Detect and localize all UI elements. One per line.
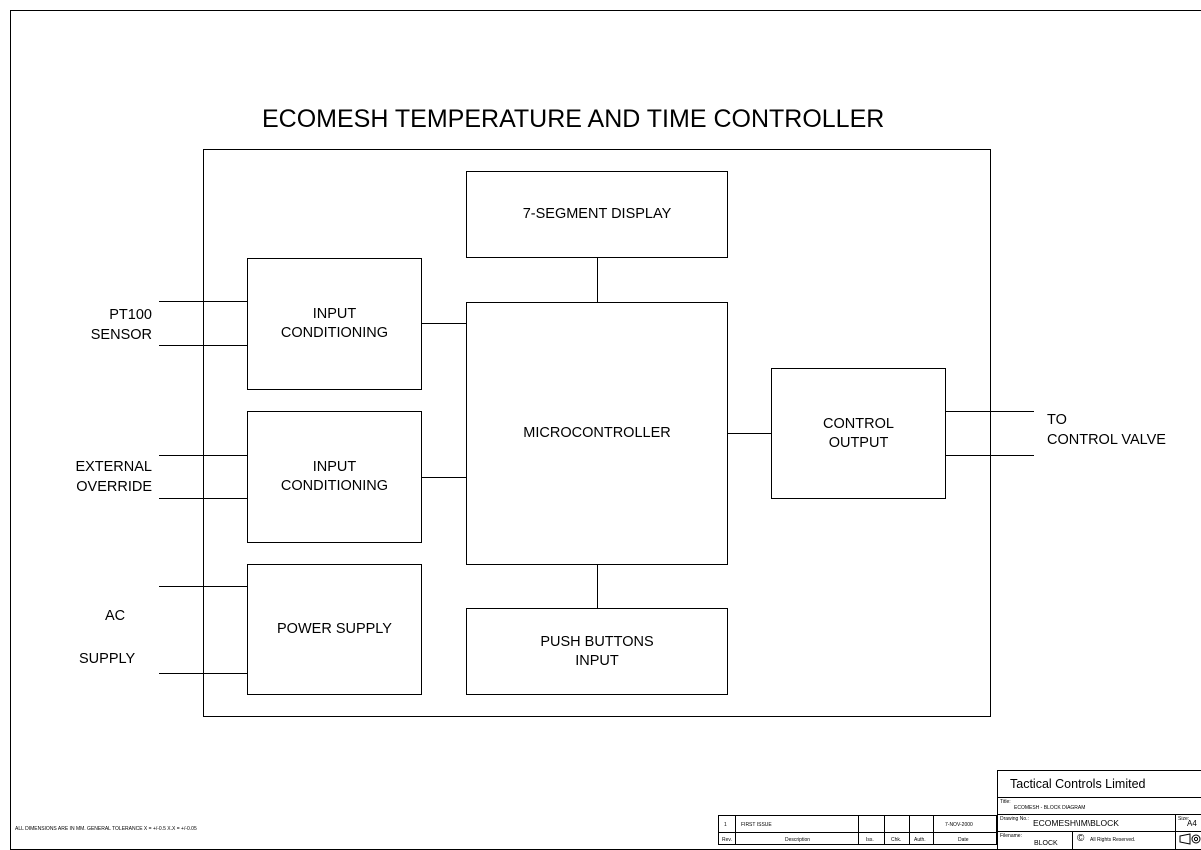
title-block-divider-1 — [997, 797, 1201, 798]
tolerance-note: ALL DIMENSIONS ARE IN MM. GENERAL TOLERA… — [15, 826, 197, 832]
push-buttons-input-block: PUSH BUTTONS INPUT — [466, 608, 728, 695]
rev-col-divider-3 — [884, 815, 885, 845]
valve-wire-bottom — [946, 455, 1034, 456]
ac-wire-bottom — [159, 673, 247, 674]
size-value: A4 — [1187, 819, 1197, 828]
header-iss: Iss. — [866, 837, 874, 843]
supply-label: SUPPLY — [79, 651, 136, 667]
filename-label: Filename: — [1000, 833, 1022, 839]
pt100-wire-bottom — [159, 345, 247, 346]
rev-col-divider-5 — [933, 815, 934, 845]
title-block-divider-3 — [997, 831, 1201, 832]
rev-col-divider-1 — [735, 815, 736, 845]
ac-label: AC — [105, 608, 126, 624]
rights-text: All Rights Reserved. — [1090, 837, 1136, 843]
drawing-no-value: ECOMESH\IM\BLOCK — [1033, 818, 1119, 828]
revision-row-divider — [718, 832, 997, 833]
header-auth: Auth. — [914, 837, 926, 843]
control-output-block: CONTROL OUTPUT — [771, 368, 946, 499]
drawing-no-label: Drawing No.: — [1000, 816, 1029, 822]
microcontroller-block: MICROCONTROLLER — [466, 302, 728, 565]
ac-wire-top — [159, 586, 247, 587]
copyright-icon: © — [1077, 833, 1085, 844]
external-override-label: EXTERNAL OVERRIDE — [75, 459, 152, 495]
cond2-to-micro-line — [422, 477, 466, 478]
micro-to-pushbuttons-line — [597, 565, 598, 608]
revision-description: FIRST ISSUE — [741, 822, 772, 828]
revision-date: 7-NOV-2000 — [945, 822, 973, 828]
title-field-value: ECOMESH - BLOCK DIAGRAM — [1014, 805, 1086, 811]
to-control-valve-label: TO CONTROL VALVE — [1047, 412, 1166, 448]
cond1-to-micro-line — [422, 323, 466, 324]
valve-wire-top — [946, 411, 1034, 412]
title-block-divider-2 — [997, 814, 1201, 815]
override-wire-bottom — [159, 498, 247, 499]
rev-col-divider-2 — [858, 815, 859, 845]
pt100-sensor-label: PT100 SENSOR — [90, 307, 152, 343]
revision-number: 1 — [724, 822, 727, 828]
micro-to-output-line — [728, 433, 771, 434]
input-conditioning-block-1: INPUT CONDITIONING — [247, 258, 422, 390]
header-date: Date — [958, 837, 969, 843]
controller-enclosure — [203, 149, 991, 717]
seven-segment-display-block: 7-SEGMENT DISPLAY — [466, 171, 728, 258]
filename-value: BLOCK — [1034, 840, 1058, 847]
projection-symbol-icon — [1179, 833, 1201, 845]
header-rev: Rev. — [722, 837, 732, 843]
title-field-label: Title: — [1000, 799, 1011, 805]
company-name: Tactical Controls Limited — [1010, 777, 1146, 791]
header-chk: Chk. — [891, 837, 902, 843]
title-block-size-divider — [1175, 814, 1176, 850]
diagram-title: ECOMESH TEMPERATURE AND TIME CONTROLLER — [262, 105, 885, 133]
power-supply-block: POWER SUPPLY — [247, 564, 422, 695]
pt100-wire-top — [159, 301, 247, 302]
input-conditioning-block-2: INPUT CONDITIONING — [247, 411, 422, 543]
display-to-micro-line — [597, 258, 598, 302]
override-wire-top — [159, 455, 247, 456]
rev-col-divider-4 — [909, 815, 910, 845]
size-label: Size: — [1178, 816, 1190, 822]
title-block-rights-divider — [1072, 831, 1073, 850]
header-description: Description — [785, 837, 811, 843]
